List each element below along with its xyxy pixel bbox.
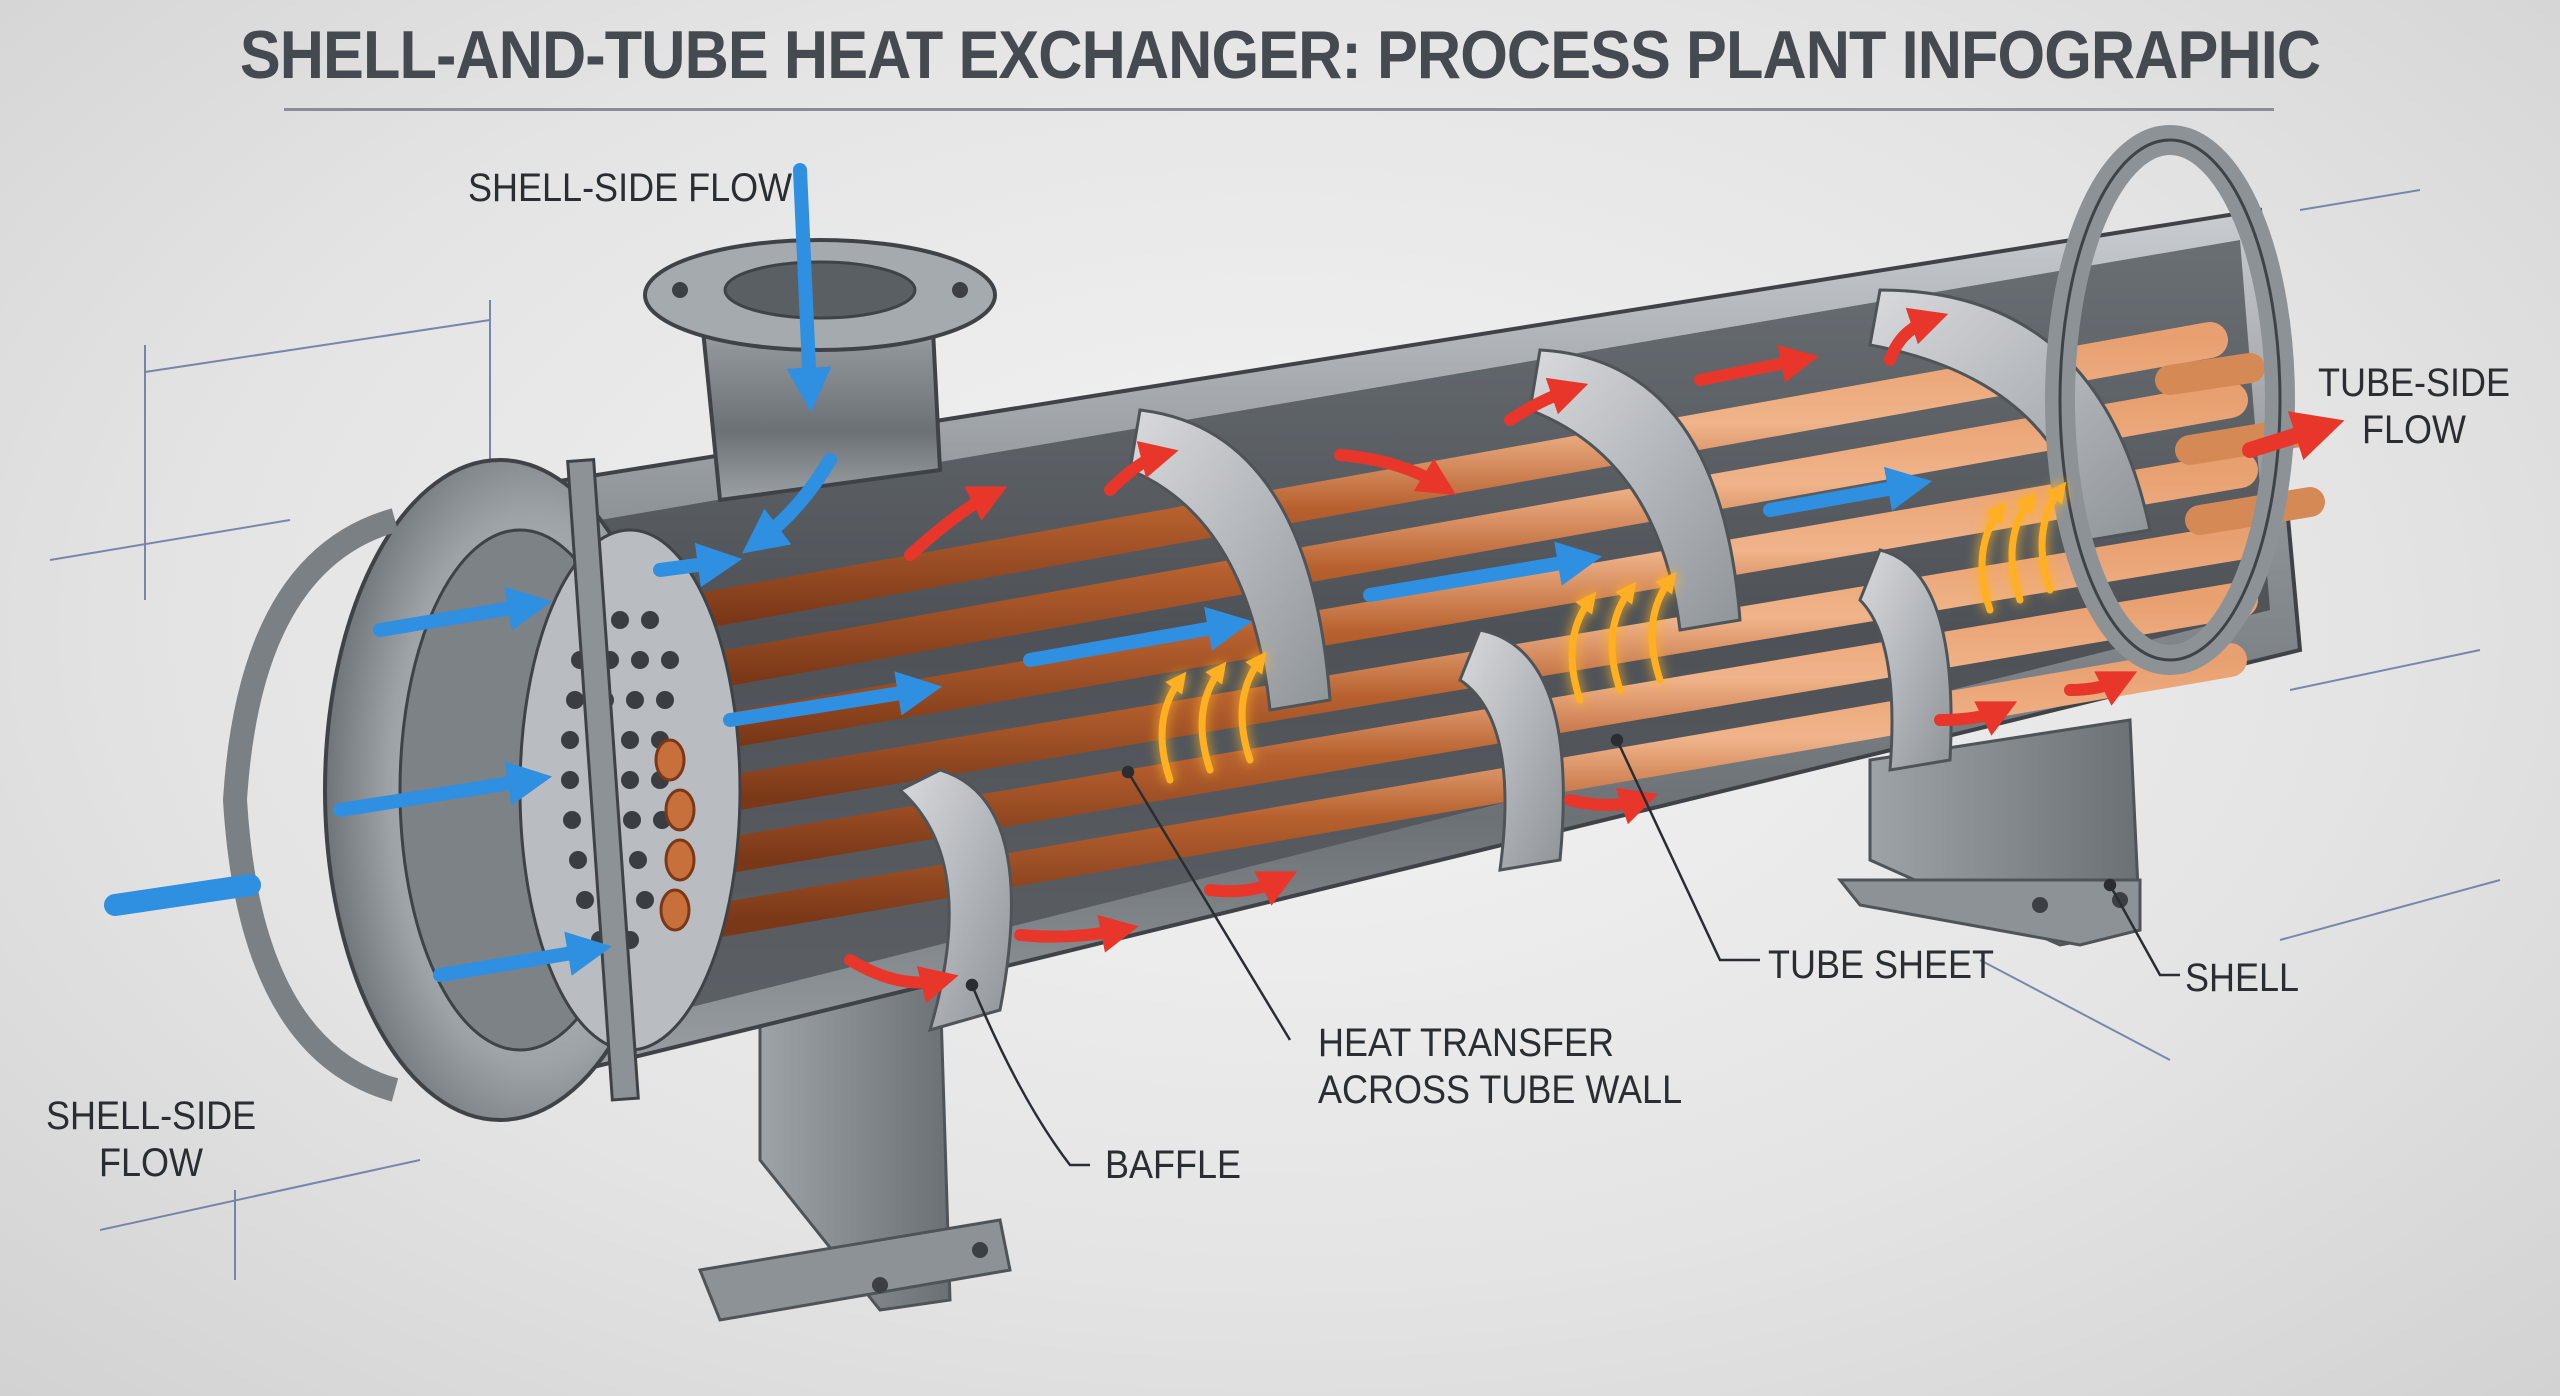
label-shell-side-flow-left: SHELL-SIDE FLOW — [46, 1093, 256, 1187]
copper-tube-ends — [654, 738, 696, 932]
label-tube-sheet: TUBE SHEET — [1768, 943, 1995, 987]
dimension-lines — [49, 189, 2501, 1280]
label-shell-side-flow-left-line1: SHELL-SIDE — [46, 1094, 257, 1138]
title-underline — [284, 108, 2274, 111]
saddle-supports — [697, 718, 2142, 1322]
rear-flange — [2045, 125, 2295, 675]
baffles — [897, 288, 2152, 1033]
label-tube-side-flow: TUBE-SIDE FLOW — [2318, 360, 2510, 454]
label-tube-side-flow-line1: TUBE-SIDE — [2318, 361, 2511, 405]
label-baffle: BAFFLE — [1105, 1143, 1242, 1187]
heat-transfer-glow — [1158, 481, 2067, 784]
leader-lines — [965, 733, 2180, 1167]
hot-flow-arrows — [844, 307, 2345, 1004]
label-heat-transfer-line1: HEAT TRANSFER — [1318, 1021, 1615, 1065]
label-shell-side-flow-left-line2: FLOW — [99, 1141, 204, 1185]
cold-flow-arrows — [104, 163, 1933, 982]
label-shell: SHELL — [2185, 956, 2300, 1000]
label-tube-side-flow-line2: FLOW — [2362, 408, 2467, 452]
label-shell-side-flow-top: SHELL-SIDE FLOW — [468, 166, 793, 210]
page-title: SHELL-AND-TUBE HEAT EXCHANGER: PROCESS P… — [239, 17, 2321, 93]
label-heat-transfer-line2: ACROSS TUBE WALL — [1318, 1068, 1683, 1112]
label-heat-transfer: HEAT TRANSFER ACROSS TUBE WALL — [1318, 1020, 1682, 1114]
